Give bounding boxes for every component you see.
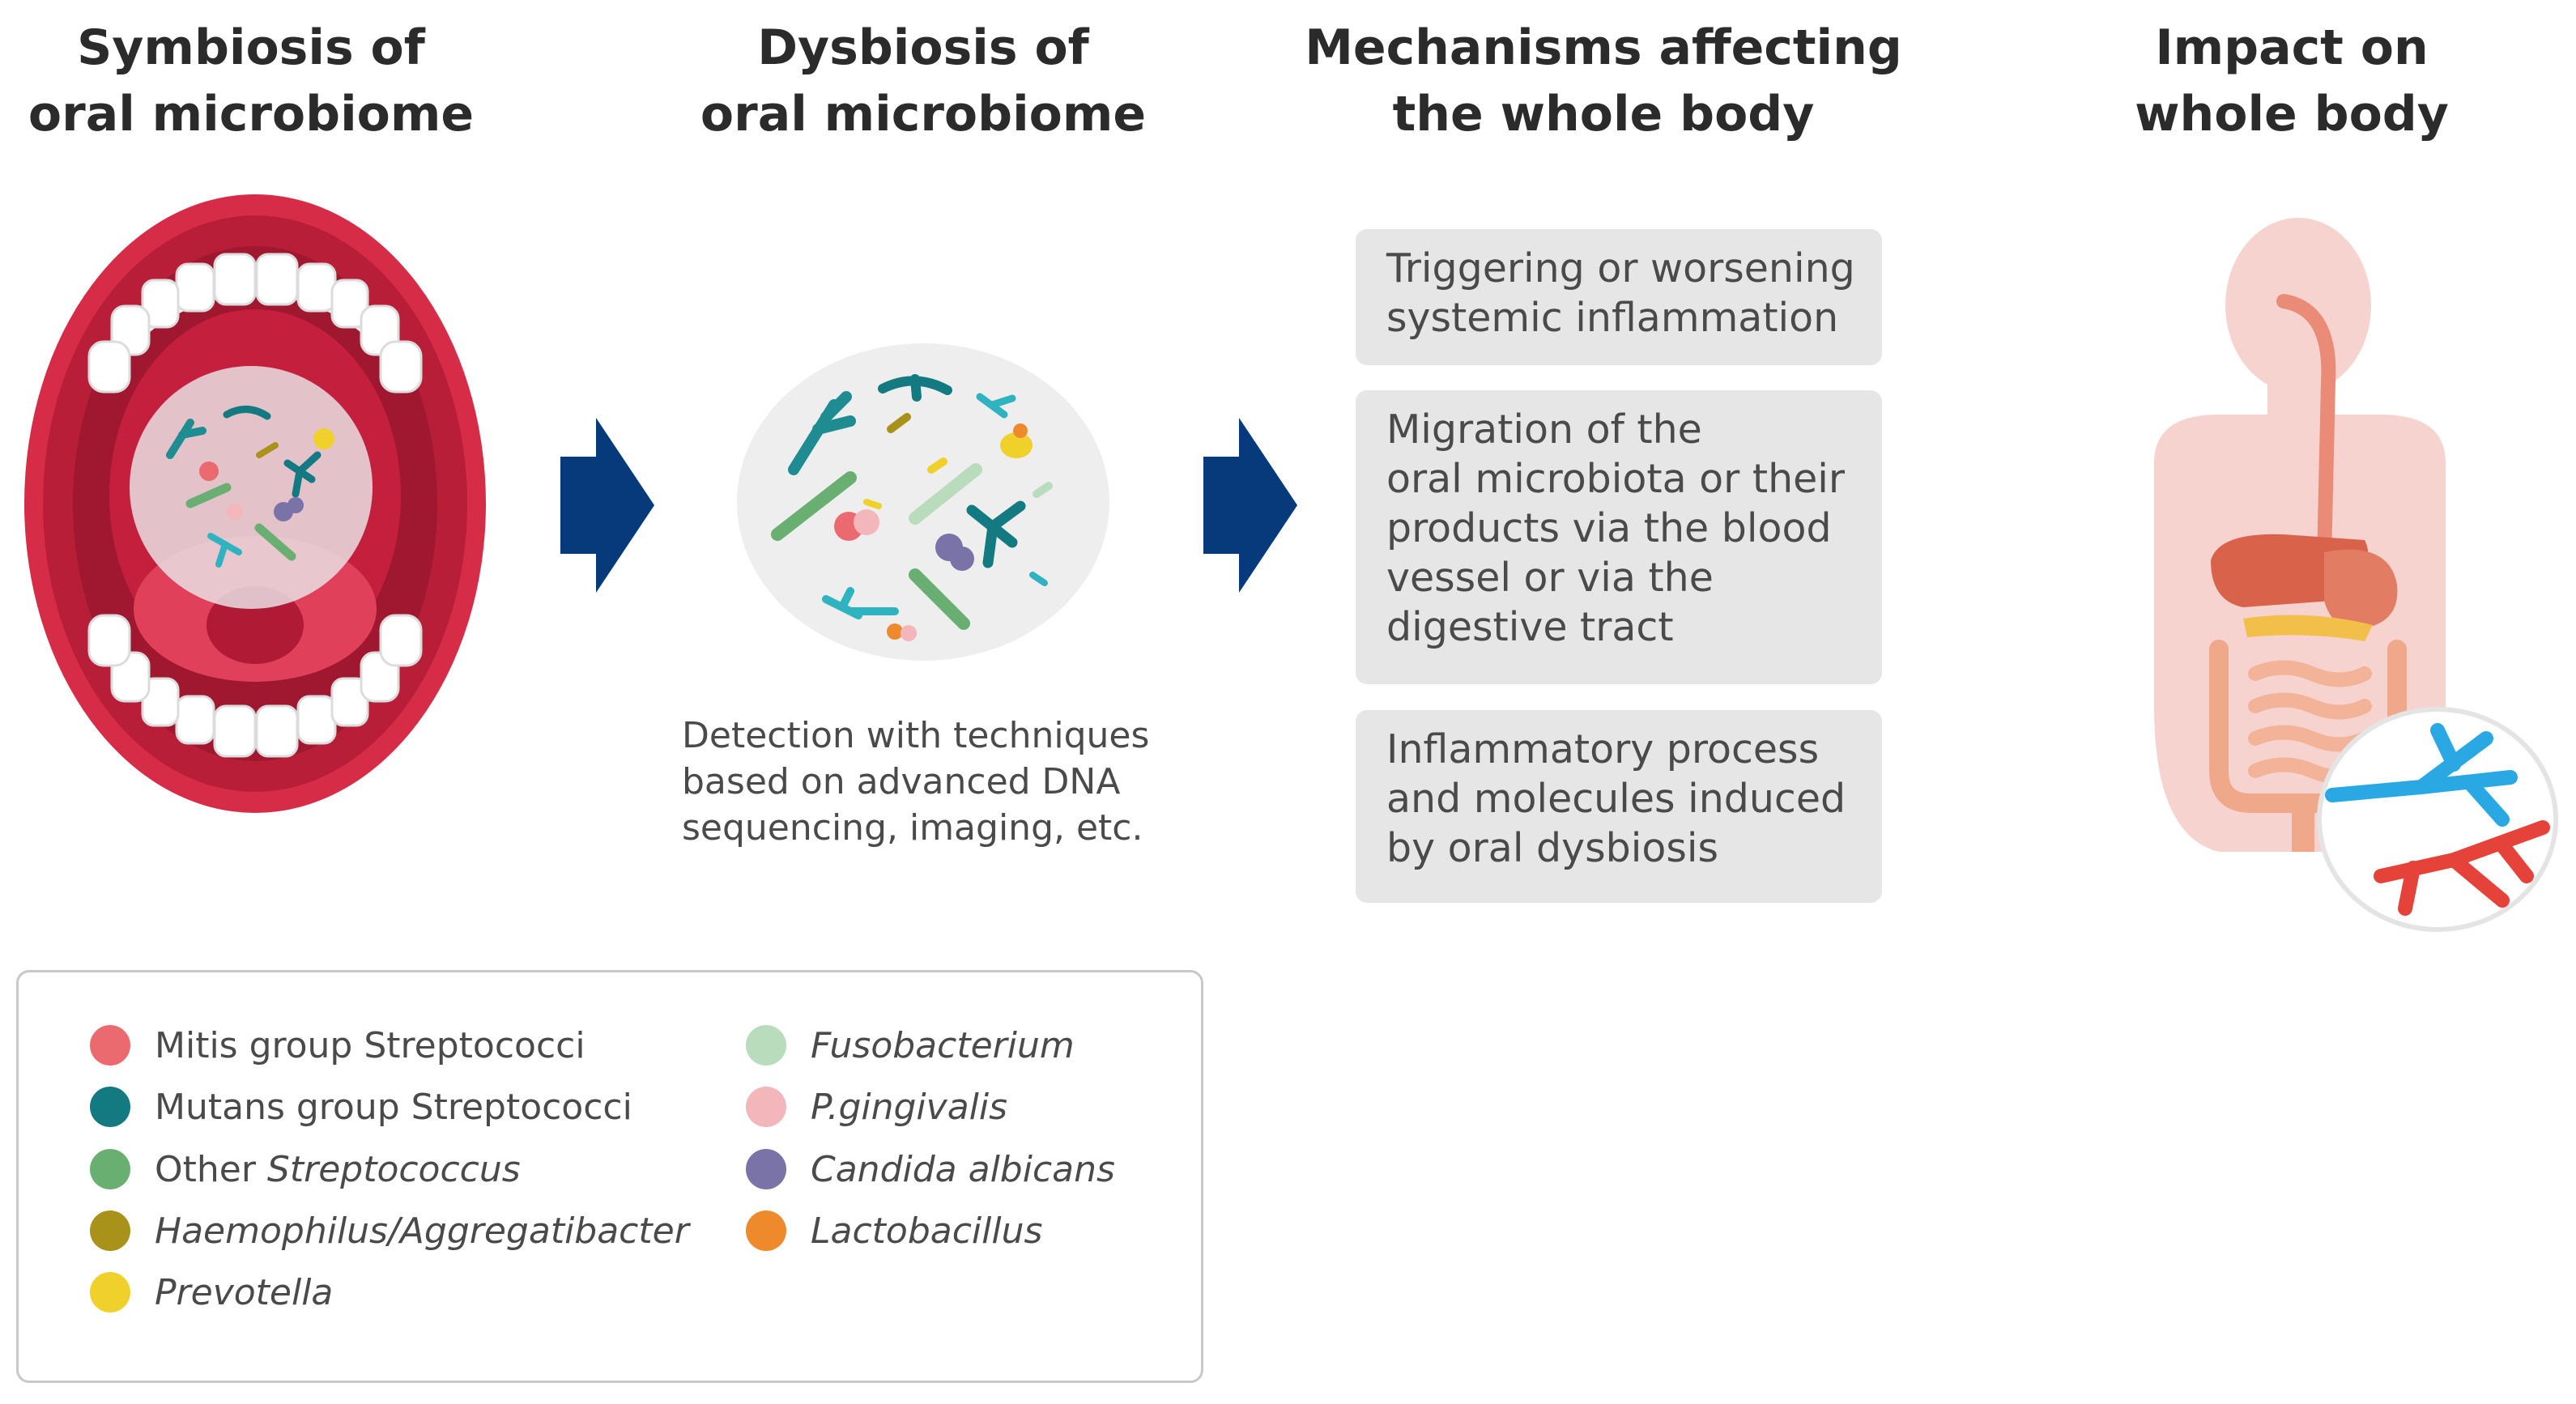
- legend-swatch: [90, 1210, 130, 1251]
- mechanism-line: digestive tract: [1386, 604, 1674, 650]
- arrow-right-icon: [560, 418, 654, 593]
- heading-dysbiosis: Dysbiosis of oral microbiome: [680, 15, 1166, 147]
- legend-item-haemophilus: Haemophilus/Aggregatibacter: [90, 1206, 689, 1255]
- legend-item-other-streptococcus: Other Streptococcus: [90, 1145, 521, 1193]
- mechanism-box-molecules: Inflammatory process and molecules induc…: [1356, 710, 1882, 903]
- bacteria-cluster-illustration: [737, 343, 1109, 661]
- legend-label-italic: P.gingivalis: [811, 1086, 1008, 1128]
- legend-item-prevotella: Prevotella: [90, 1268, 333, 1317]
- heading-impact: Impact on whole body: [2073, 15, 2510, 147]
- heading-symbiosis: Symbiosis of oral microbiome: [16, 15, 486, 147]
- mechanism-box-inflammation: Triggering or worsening systemic inflamm…: [1356, 229, 1882, 365]
- mechanism-line: vessel or via the: [1386, 555, 1714, 601]
- legend-label-italic: Candida albicans: [811, 1148, 1115, 1190]
- detection-caption-line2: based on advanced DNA: [682, 761, 1121, 802]
- heading-symbiosis-line2: oral microbiome: [28, 86, 475, 143]
- detection-caption: Detection with techniques based on advan…: [682, 713, 1152, 851]
- legend-label-italic: Streptococcus: [266, 1148, 521, 1190]
- detection-caption-line3: sequencing, imaging, etc.: [682, 807, 1143, 849]
- arrow-right-icon: [1203, 418, 1297, 593]
- legend-item-candida: Candida albicans: [746, 1145, 1115, 1193]
- legend-label: Other: [155, 1148, 267, 1190]
- heading-impact-line2: whole body: [2135, 86, 2449, 143]
- legend-item-mitis: Mitis group Streptococci: [90, 1021, 585, 1070]
- mechanism-line: products via the blood: [1386, 505, 1832, 551]
- mechanism-line: oral microbiota or their: [1386, 456, 1846, 502]
- mechanism-line: Triggering or worsening: [1386, 245, 1855, 291]
- open-mouth-illustration: [24, 194, 486, 813]
- legend-item-pgingivalis: P.gingivalis: [746, 1083, 1007, 1131]
- legend-swatch: [90, 1149, 130, 1189]
- legend-swatch: [746, 1149, 786, 1189]
- heading-dysbiosis-line2: oral microbiome: [700, 86, 1147, 143]
- heading-impact-line1: Impact on: [2155, 19, 2429, 76]
- heading-mechanisms-line1: Mechanisms affecting: [1305, 19, 1902, 76]
- mechanism-line: systemic inflammation: [1386, 295, 1839, 341]
- legend-box: Mitis group Streptococci Mutans group St…: [16, 970, 1203, 1383]
- mechanism-line: Migration of the: [1386, 406, 1702, 453]
- legend-swatch: [746, 1087, 786, 1127]
- legend-swatch: [746, 1210, 786, 1251]
- legend-swatch: [746, 1025, 786, 1066]
- legend-label-italic: Haemophilus/Aggregatibacter: [155, 1210, 689, 1252]
- legend-label: Mutans group Streptococci: [155, 1086, 632, 1128]
- heading-symbiosis-line1: Symbiosis of: [77, 19, 425, 76]
- legend-item-lactobacillus: Lactobacillus: [746, 1206, 1042, 1255]
- mechanism-line: and molecules induced: [1386, 776, 1846, 822]
- mechanism-box-migration: Migration of the oral microbiota or thei…: [1356, 390, 1882, 684]
- heading-dysbiosis-line1: Dysbiosis of: [757, 19, 1089, 76]
- legend-item-mutans: Mutans group Streptococci: [90, 1083, 632, 1131]
- legend-swatch: [90, 1272, 130, 1313]
- mechanism-line: by oral dysbiosis: [1386, 825, 1719, 871]
- blood-vessel-inset: [2317, 707, 2558, 932]
- legend-swatch: [90, 1025, 130, 1066]
- legend-label-italic: Lactobacillus: [811, 1210, 1043, 1252]
- legend-item-fusobacterium: Fusobacterium: [746, 1021, 1075, 1070]
- detection-caption-line1: Detection with techniques: [682, 715, 1150, 756]
- heading-mechanisms-line2: the whole body: [1392, 86, 1815, 143]
- legend-label: Mitis group Streptococci: [155, 1024, 585, 1066]
- mechanism-line: Inflammatory process: [1386, 726, 1820, 772]
- legend-label-italic: Prevotella: [155, 1271, 334, 1313]
- heading-mechanisms: Mechanisms affecting the whole body: [1304, 15, 1903, 147]
- legend-label-italic: Fusobacterium: [811, 1024, 1075, 1066]
- legend-swatch: [90, 1087, 130, 1127]
